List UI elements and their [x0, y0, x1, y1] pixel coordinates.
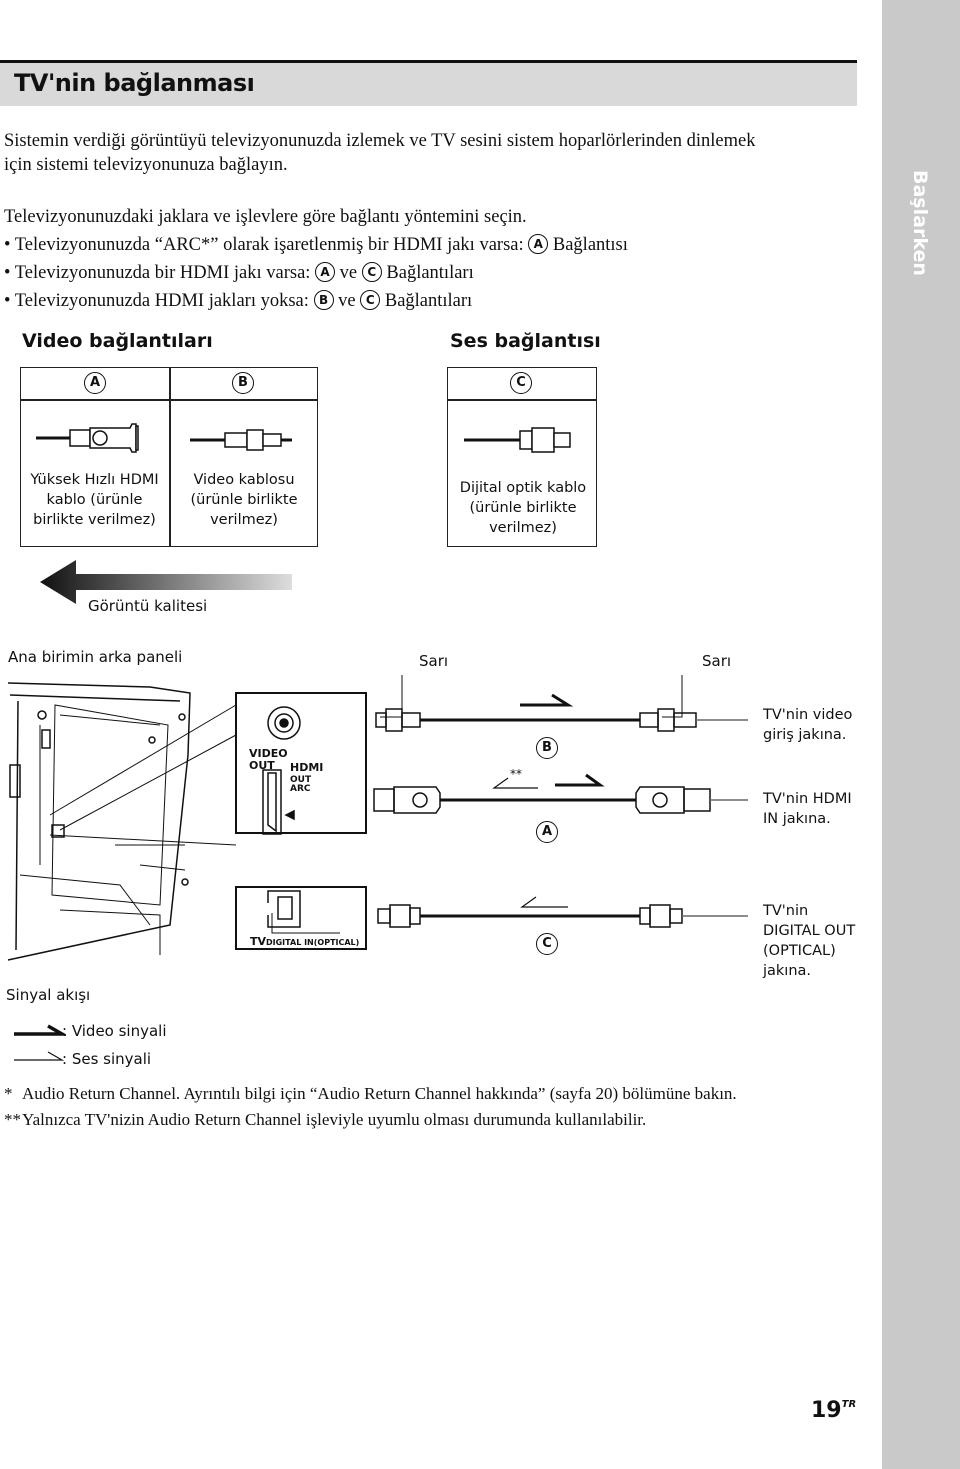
footnote-text: Yalnızca TV'nizin Audio Return Channel i…: [22, 1110, 647, 1129]
audio-signal-arrow-icon: [520, 896, 568, 908]
cable-illustrations: [36, 423, 571, 453]
signal-flow-label: Sinyal akışı: [6, 986, 91, 1004]
jack-video-out-label: OUT: [249, 759, 275, 772]
bullet-dot: •: [4, 263, 15, 283]
tv-hdmi-in-note: TV'nin HDMI IN jakına.: [763, 791, 852, 827]
legend-video-label: : Video sinyali: [62, 1022, 167, 1040]
connection-b-icon: B: [313, 290, 334, 310]
bullet-hdmi: • Televizyonunuzda bir HDMI jakı varsa: …: [4, 262, 474, 284]
intro-line-1: Sistemin verdiği görüntüyü televizyonunu…: [4, 131, 756, 151]
page-number-suffix: TR: [841, 1399, 857, 1410]
footnote-1: * Audio Return Channel. Ayrıntılı bilgi …: [4, 1084, 737, 1104]
page-number: 19TR: [811, 1398, 856, 1423]
connection-c-icon: C: [536, 933, 558, 955]
intro-choose: Televizyonunuzdaki jaklara ve işlevlere …: [4, 207, 527, 227]
footnote-mark: **: [4, 1110, 21, 1129]
table-divider: [20, 399, 318, 401]
connection-diagram: VIDEO OUT HDMI OUT ARC TV DIGITAL IN(OPT…: [7, 675, 748, 961]
side-tab: [882, 0, 960, 1469]
jack-tv-label: TV: [250, 935, 267, 948]
video-signal-legend-icon: [14, 1024, 66, 1036]
signal-legend-icons: [14, 1024, 66, 1061]
rear-panel-label: Ana birimin arka paneli: [8, 648, 183, 666]
yellow-left-label: Sarı: [419, 652, 449, 670]
yellow-right-label: Sarı: [702, 652, 732, 670]
tv-digital-out-note: TV'nin DIGITAL OUT (OPTICAL) jakına.: [763, 903, 856, 979]
cable-b-icon: B: [232, 372, 254, 394]
bullet-text: Televizyonunuzda HDMI jakları yoksa:: [14, 291, 309, 311]
bullet-dot: •: [4, 291, 15, 311]
bullet-tail: Bağlantıları: [384, 291, 473, 311]
footnote-text: Audio Return Channel. Ayrıntılı bilgi iç…: [22, 1084, 737, 1103]
connection-b-icon: B: [536, 737, 558, 759]
page-number-value: 19: [811, 1398, 842, 1423]
bullet-text: Televizyonunuzda bir HDMI jakı varsa:: [14, 263, 311, 283]
optical-cable-icon: [464, 427, 571, 453]
bullet-no-hdmi: • Televizyonunuzda HDMI jakları yoksa: B…: [4, 290, 472, 312]
jack-hdmi-label: OUT: [290, 775, 312, 785]
connection-a-icon: A: [536, 821, 558, 843]
unit-rear-panel-icon: [7, 682, 191, 961]
audio-connection-heading: Ses bağlantısı: [450, 330, 601, 352]
cable-c-icon: C: [510, 372, 532, 394]
video-cable-icon: [190, 429, 292, 451]
hdmi-cable-icon: [36, 423, 139, 453]
audio-signal-arrow-icon: [492, 777, 538, 789]
quality-label: Görüntü kalitesi: [88, 597, 208, 615]
connection-c-icon: C: [361, 262, 382, 282]
video-signal-arrow-icon: [520, 693, 574, 707]
cable-a-caption: Yüksek Hızlı HDMI kablo (ürünle birlikte…: [30, 472, 159, 528]
audio-cable-table: [447, 367, 597, 547]
connection-a-icon: A: [528, 234, 549, 254]
quality-arrow-icon: [40, 560, 292, 604]
footnote-2: ** Yalnızca TV'nizin Audio Return Channe…: [4, 1110, 646, 1130]
video-signal-arrow-icon: [555, 773, 605, 787]
connection-c-icon: C: [360, 290, 381, 310]
table-divider: [447, 399, 597, 401]
bullet-arc: • Televizyonunuzda “ARC*” olarak işaretl…: [4, 234, 628, 256]
bullet-tail: Bağlantısı: [552, 235, 628, 255]
cable-b-caption: Video kablosu (ürünle birlikte verilmez): [190, 472, 298, 528]
jack-optical-label: DIGITAL IN(OPTICAL): [266, 938, 359, 947]
bullet-and: ve: [339, 263, 358, 283]
cable-a-icon: A: [84, 372, 106, 394]
jack-hdmi-label: ARC: [290, 784, 311, 794]
connection-a-icon: A: [315, 262, 336, 282]
cable-c-caption: Dijital optik kablo (ürünle birlikte ver…: [459, 480, 587, 536]
title-bar: [0, 60, 857, 106]
tv-video-in-note: TV'nin video giriş jakına.: [763, 707, 853, 743]
video-connections-heading: Video bağlantıları: [22, 330, 213, 352]
jack-hdmi-label: HDMI: [290, 761, 323, 774]
intro-line-2: için sistemi televizyonunuza bağlayın.: [4, 155, 288, 175]
double-star-mark: **: [510, 767, 522, 781]
audio-signal-legend-icon: [14, 1051, 65, 1061]
side-tab-label: Başlarken: [909, 170, 931, 276]
table-divider: [169, 367, 171, 547]
jack-video-out-label: VIDEO: [249, 747, 288, 760]
bullet-tail: Bağlantıları: [386, 263, 474, 283]
bullet-and: ve: [338, 291, 356, 311]
footnote-mark: *: [4, 1084, 13, 1103]
page-title: TV'nin bağlanması: [14, 69, 255, 97]
bullet-text: Televizyonunuzda “ARC*” olarak işaretlen…: [14, 235, 524, 255]
bullet-dot: •: [4, 235, 15, 255]
legend-audio-label: : Ses sinyali: [62, 1050, 152, 1068]
